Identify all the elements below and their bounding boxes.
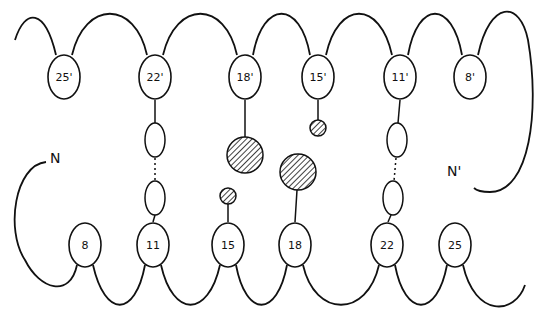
residue-number: 18' xyxy=(228,71,262,84)
residue-number: 8' xyxy=(453,71,487,84)
residue-loop: 8' xyxy=(453,54,487,100)
residue-loop: 8 xyxy=(68,222,102,268)
residue-loop: 11' xyxy=(383,54,417,100)
residue-loop: 15' xyxy=(301,54,335,100)
residue-number: 22' xyxy=(138,71,172,84)
residue-number: 25 xyxy=(438,239,472,252)
residue-number: 8 xyxy=(68,239,102,252)
residue-number: 11' xyxy=(383,71,417,84)
residue-loop: 11 xyxy=(136,222,170,268)
terminus-label: N xyxy=(50,150,60,166)
residue-loop: 15 xyxy=(211,222,245,268)
residue-number: 25' xyxy=(47,71,81,84)
residue-number: 22 xyxy=(370,239,404,252)
residue-number: 15' xyxy=(301,71,335,84)
residue-loop: 18 xyxy=(278,222,312,268)
helix-backbone xyxy=(15,12,533,307)
residue-loop: 18' xyxy=(228,54,262,100)
residue-loop: 25 xyxy=(438,222,472,268)
residue-number: 18 xyxy=(278,239,312,252)
residue-loop: 22 xyxy=(370,222,404,268)
residue-number: 11 xyxy=(136,239,170,252)
terminus-label: N' xyxy=(447,163,461,179)
side-chains xyxy=(145,100,407,222)
residue-loop: 25' xyxy=(47,54,81,100)
residue-loop: 22' xyxy=(138,54,172,100)
residue-number: 15 xyxy=(211,239,245,252)
